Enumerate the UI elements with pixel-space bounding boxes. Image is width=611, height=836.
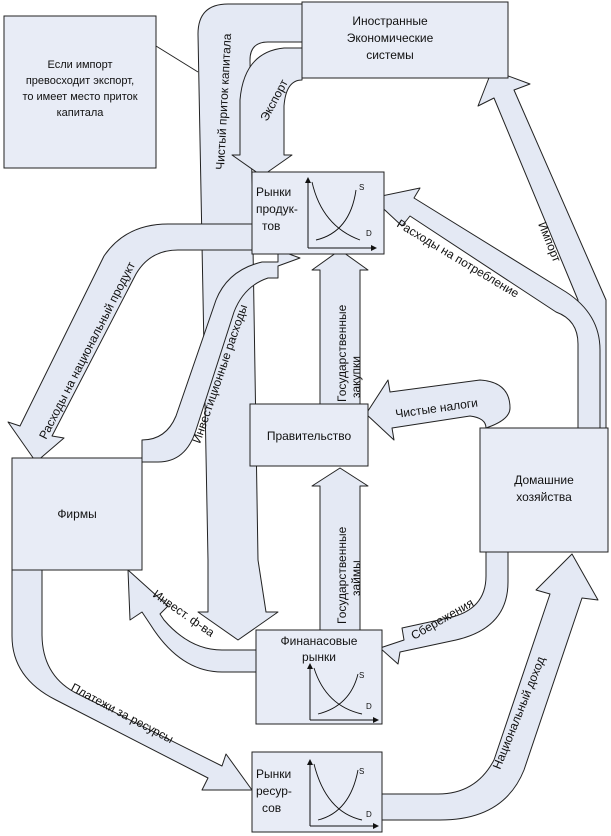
- households-line: Домашние: [514, 473, 574, 487]
- product-markets-line: тов: [262, 219, 280, 233]
- supply-label: S: [359, 671, 364, 680]
- demand-label: D: [366, 810, 372, 819]
- resource-markets-label: Рынки ресур- сов: [256, 767, 292, 815]
- resource-markets-line: ресур-: [256, 784, 292, 798]
- households-label: Домашние хозяйства: [514, 473, 574, 504]
- flow-consumption-spending: [371, 187, 601, 431]
- flow-net-taxes: [365, 379, 511, 441]
- foreign-line: Иностранные: [352, 14, 428, 28]
- demand-label: D: [366, 229, 372, 238]
- foreign-systems-box: [301, 1, 509, 79]
- supply-demand-graph: S D: [307, 663, 379, 723]
- flow-label-government-purchases: Государственные: [335, 304, 349, 402]
- financial-markets-box: [255, 629, 383, 725]
- households-line: хозяйства: [516, 490, 572, 504]
- flow-export: [231, 47, 303, 177]
- foreign-line: системы: [366, 48, 414, 62]
- note-line: Если импорт: [47, 59, 112, 71]
- flow-government-purchases: [311, 249, 369, 405]
- resource-markets-line: Рынки: [256, 767, 291, 781]
- households-box: [479, 427, 609, 553]
- flow-net-capital-inflow: [197, 3, 303, 641]
- financial-markets-line: рынки: [302, 650, 336, 664]
- firms-label: Фирмы: [57, 507, 96, 521]
- flow-national-income: [381, 553, 599, 821]
- note-line: то имеет место приток: [22, 91, 137, 103]
- supply-label: S: [359, 183, 364, 192]
- product-markets-label: Рынки продук- тов: [256, 185, 298, 233]
- flow-savings: [379, 551, 509, 665]
- product-markets-line: Рынки: [256, 185, 291, 199]
- firms-box: [11, 457, 143, 571]
- supply-demand-graph: S D: [307, 759, 379, 829]
- note-connector: [155, 45, 199, 73]
- note-line: капитала: [57, 107, 105, 119]
- resource-markets-box: [251, 751, 383, 833]
- supply-demand-graph: S D: [305, 177, 377, 251]
- product-markets-box: [251, 171, 385, 255]
- financial-markets-label: Финанасовые рынки: [281, 634, 358, 664]
- flow-label-government-purchases: закупки: [349, 356, 363, 398]
- government-box: [249, 403, 369, 467]
- product-markets-line: продук-: [256, 202, 298, 216]
- government-label: Правительство: [267, 429, 352, 443]
- note-line: превосходит экспорт,: [26, 75, 134, 87]
- resource-markets-line: сов: [262, 801, 281, 815]
- foreign-line: Экономические: [347, 31, 434, 45]
- flow-investment-funds: [127, 569, 259, 673]
- flow-government-borrowing: [311, 467, 369, 631]
- note-text: Если импорт превосходит экспорт, то имее…: [22, 59, 137, 119]
- demand-label: D: [366, 702, 372, 711]
- flow-label-national-product-spending: Расходы на национальный продукт: [36, 259, 138, 441]
- note-box: [3, 15, 157, 169]
- supply-label: S: [359, 767, 364, 776]
- financial-markets-line: Финанасовые: [281, 634, 358, 648]
- flow-label-government-borrowing: займы: [349, 560, 363, 596]
- flow-label-government-borrowing: Государственные: [335, 526, 349, 624]
- foreign-systems-label: Иностранные Экономические системы: [347, 14, 434, 62]
